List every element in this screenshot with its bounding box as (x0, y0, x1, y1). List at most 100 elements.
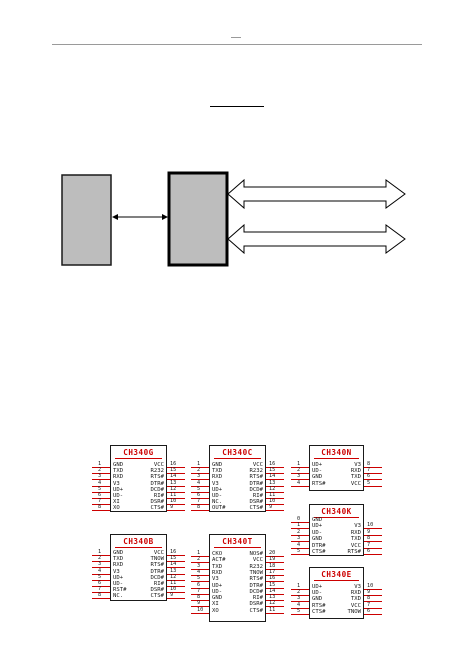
pin-label: V3 (212, 576, 219, 583)
pin-label: UD- (113, 581, 124, 587)
pin-line (92, 491, 110, 493)
pin-label: RTS# (249, 576, 263, 583)
pin-line (266, 600, 284, 602)
pin-label: CTS# (312, 549, 326, 555)
pin-label: V3 (212, 480, 219, 487)
pin-label: CTS# (312, 608, 326, 615)
pin-number: 11 (269, 492, 276, 498)
pin-number: 3 (297, 595, 301, 602)
chip-name-underline (115, 547, 162, 548)
pin-label: VCC (350, 602, 361, 609)
pin-number: 7 (197, 587, 201, 594)
pin-number: 11 (170, 580, 177, 586)
pin-number: 15 (170, 555, 177, 562)
pin-number: 4 (297, 601, 301, 608)
pin-label: VCC (252, 557, 263, 564)
pin-label: OUT# (212, 505, 226, 512)
pin-label: UD- (312, 529, 323, 536)
pin-number: 2 (197, 467, 201, 474)
pin-label: DCD# (249, 486, 263, 493)
pin-label: DSR# (150, 499, 164, 506)
pin-line (92, 598, 110, 600)
pin-number: 2 (197, 556, 201, 563)
pin-line (364, 595, 382, 597)
pin-label: GND (212, 595, 223, 602)
pin-label: RXD (113, 562, 124, 569)
pin-label: TNOW (249, 569, 263, 576)
pin-number: 4 (197, 568, 201, 575)
pin-number: 8 (367, 535, 371, 542)
pin-number: 15 (269, 467, 276, 474)
pin-number: 4 (98, 479, 102, 486)
pin-number: 1 (297, 461, 301, 467)
pin-line (364, 485, 382, 487)
pin-number: 5 (297, 548, 301, 554)
pin-line (364, 534, 382, 536)
pin-line (364, 554, 382, 555)
pin-line (364, 528, 382, 530)
pin-line (92, 504, 110, 506)
pin-line (167, 555, 185, 556)
pin-number: 18 (269, 562, 276, 569)
pin-label: NOS# (249, 551, 263, 557)
pin-number: 15 (170, 467, 177, 474)
pin-number: 9 (367, 589, 371, 596)
pin-label: RXD (212, 474, 223, 481)
chip-name: CH340T (222, 537, 253, 546)
pin-line (266, 568, 284, 570)
pin-label: UD- (113, 493, 124, 499)
pin-line (364, 547, 382, 549)
pin-number: 5 (197, 575, 201, 582)
pin-label: V3 (354, 462, 361, 468)
pin-label: TXD (212, 468, 223, 475)
pin-number: 4 (98, 567, 102, 574)
pin-label: DCD# (150, 574, 164, 581)
pin-number: 10 (269, 498, 276, 505)
pin-label: XO (212, 607, 219, 614)
pin-number: 10 (170, 498, 177, 505)
pin-line (191, 587, 209, 589)
pin-label: V3 (354, 584, 361, 590)
pin-line (167, 510, 185, 512)
pin-number: 14 (170, 473, 177, 480)
pin-line (167, 473, 185, 475)
pin-label: CTS# (249, 505, 263, 512)
pin-line (92, 467, 110, 468)
pin-number: 5 (367, 479, 371, 486)
pin-label: RST# (113, 587, 127, 594)
pin-line (266, 498, 284, 499)
chip-name: CH340N (321, 448, 352, 457)
page-header-rule (52, 44, 422, 45)
pin-number: 10 (197, 606, 204, 613)
pin-line (191, 574, 209, 576)
pin-line (364, 589, 382, 590)
pin-number: 15 (269, 581, 276, 588)
pin-label: RXD (212, 569, 223, 576)
pin-label: DTR# (150, 568, 164, 575)
pin-label: UD+ (212, 486, 223, 493)
pin-label: TXD (350, 596, 361, 603)
pin-number: 12 (269, 485, 276, 492)
pin-line (92, 498, 110, 499)
pin-line (167, 491, 185, 493)
pin-line (167, 579, 185, 581)
pin-line (167, 567, 185, 569)
pin-number: 14 (269, 587, 276, 594)
pin-label: TXD (350, 474, 361, 481)
pin-line (92, 473, 110, 475)
pin-line (191, 593, 209, 595)
pin-line (167, 485, 185, 487)
pin-label: RI# (153, 581, 164, 587)
pin-line (266, 473, 284, 475)
pin-label: R232 (249, 563, 263, 570)
chip-ch340g: CH340G (110, 445, 167, 512)
pin-label: UD- (212, 588, 223, 595)
pin-label: DCD# (150, 486, 164, 493)
pin-number: 9 (170, 504, 174, 511)
pin-line (291, 589, 309, 590)
pin-line (291, 613, 309, 615)
pin-label: DSR# (249, 499, 263, 506)
pin-line (167, 498, 185, 499)
pin-line (191, 556, 209, 557)
pin-line (191, 467, 209, 468)
